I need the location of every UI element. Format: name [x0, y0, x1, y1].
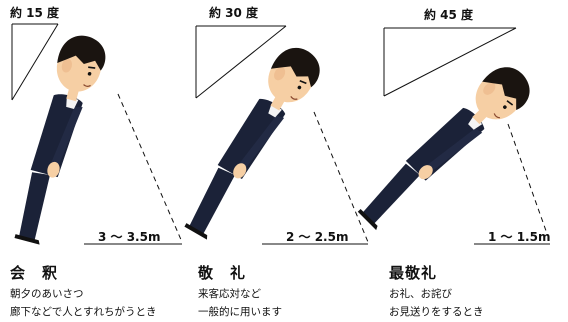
desc-saikeirei-line1: お礼、お詫び: [389, 288, 452, 300]
panel-keirei: [179, 25, 369, 249]
distance-label-keirei: 2 〜 2.5m: [286, 230, 349, 244]
gaze-line: [507, 123, 551, 243]
bowing-figure: [179, 38, 329, 249]
title-eshaku: 会 釈: [10, 264, 59, 282]
title-keirei: 敬 礼: [198, 264, 247, 282]
panel-saikeirei: [353, 27, 551, 245]
panel-eshaku: [9, 23, 183, 250]
angle-label-saikeirei: 約 45 度: [424, 8, 474, 22]
bowing-figure: [9, 29, 111, 250]
gaze-line: [313, 111, 369, 243]
title-saikeirei: 最敬礼: [389, 264, 438, 282]
gaze-line: [117, 93, 183, 243]
angle-line: [11, 23, 59, 101]
angle-line: [383, 27, 517, 97]
angle-label-eshaku: 約 15 度: [10, 6, 60, 20]
desc-keirei-line1: 来客応対など: [198, 288, 261, 300]
distance-label-saikeirei: 1 〜 1.5m: [488, 230, 551, 244]
desc-saikeirei-line2: お見送りをするとき: [389, 306, 484, 318]
desc-keirei-line2: 一般的に用います: [198, 306, 282, 318]
angle-line: [195, 25, 287, 99]
desc-eshaku-line2: 廊下などで人とすれちがうとき: [10, 306, 157, 318]
bowing-figure: [353, 56, 540, 243]
distance-label-eshaku: 3 〜 3.5m: [98, 230, 161, 244]
desc-eshaku-line1: 朝夕のあいさつ: [10, 288, 84, 300]
angle-label-keirei: 約 30 度: [209, 6, 259, 20]
